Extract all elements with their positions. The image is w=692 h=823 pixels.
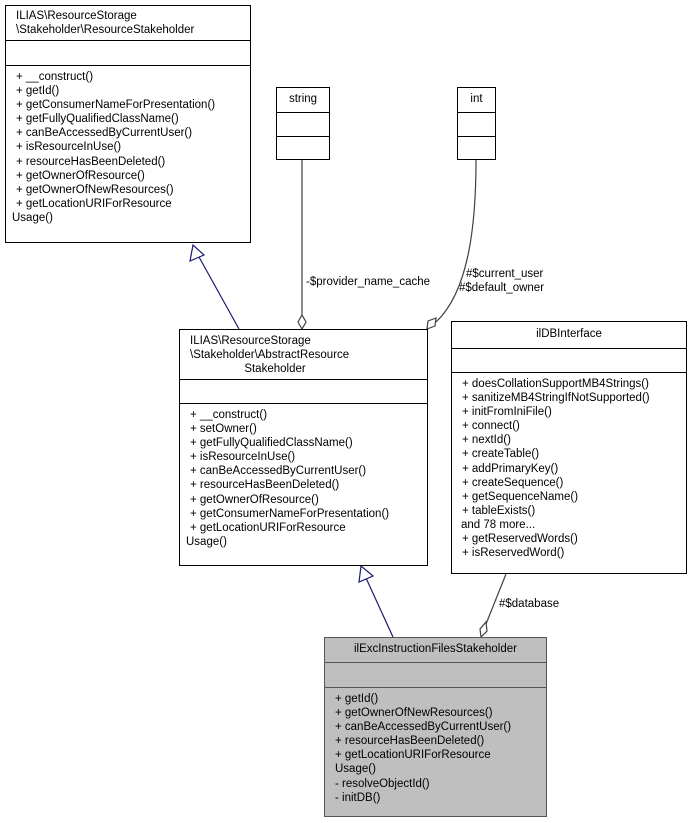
class-box-resource-stakeholder[interactable]: ILIAS\ResourceStorage \Stakeholder\Resou… — [5, 5, 251, 243]
method: + getOwnerOfResource() — [190, 493, 319, 506]
edge-label-default-owner: #$default_owner — [459, 282, 545, 294]
method: + getFullyQualifiedClassName() — [190, 437, 353, 450]
attributes-section — [325, 662, 546, 687]
method: + getId() — [335, 693, 379, 705]
method: + canBeAccessedByCurrentUser() — [190, 465, 367, 478]
edge-label-current-user: #$current_user — [466, 268, 544, 280]
member-edge-current-user — [435, 159, 477, 323]
edge-label-database: #$database — [499, 598, 560, 610]
class-box-db-interface[interactable]: ilDBInterface + doesCollationSupportMB4S… — [451, 321, 687, 574]
method: + addPrimaryKey() — [462, 462, 559, 475]
member-diamond-provider-name-cache — [297, 313, 307, 331]
method: + canBeAccessedByCurrentUser() — [16, 127, 193, 140]
method: + createTable() — [462, 448, 540, 461]
class-box-abstract-resource-stakeholder[interactable]: ILIAS\ResourceStorage \Stakeholder\Abstr… — [179, 329, 428, 566]
member-diamond-database — [479, 620, 488, 639]
method: + getLocationURIForResource — [190, 521, 346, 534]
method: + setOwner() — [190, 423, 257, 436]
attributes-section — [6, 40, 250, 65]
more-methods-note: and 78 more... — [461, 518, 536, 531]
methods-section: + doesCollationSupportMB4Strings() + san… — [452, 372, 686, 574]
method: + nextId() — [462, 434, 511, 447]
inheritance-edge-exc-to-abstract — [365, 577, 394, 638]
method: + getSequenceName() — [462, 490, 579, 503]
method: + getOwnerOfResource() — [16, 169, 145, 182]
class-title: ilExcInstructionFilesStakeholder — [354, 643, 517, 655]
member-diamond-current-user — [426, 317, 437, 330]
member-edge-database — [485, 573, 507, 625]
methods-section — [277, 136, 329, 160]
attributes-section — [277, 112, 329, 136]
method: + createSequence() — [462, 476, 564, 489]
method: + tableExists() — [462, 504, 536, 517]
attributes-section — [180, 379, 427, 403]
class-title: int — [470, 93, 483, 105]
method: + isResourceInUse() — [190, 451, 296, 464]
method: + getLocationURIForResource — [16, 197, 172, 210]
class-title: ILIAS\ResourceStorage \Stakeholder\Abstr… — [190, 335, 350, 375]
method: + getReservedWords() — [462, 533, 578, 546]
method: + initFromIniFile() — [462, 406, 552, 419]
method: + isReservedWord() — [462, 547, 565, 560]
method: Usage() — [186, 535, 227, 548]
methods-section: + __construct() + setOwner() + getFullyQ… — [180, 403, 427, 561]
method: - initDB() — [335, 791, 381, 804]
class-title: ilDBInterface — [536, 328, 602, 340]
method: + getId() — [16, 85, 60, 98]
method: + resourceHasBeenDeleted() — [190, 479, 340, 492]
method: + isResourceInUse() — [16, 141, 122, 154]
attributes-section — [458, 112, 495, 136]
inheritance-arrowhead-resource — [189, 243, 206, 262]
inheritance-arrowhead-abstract — [358, 564, 375, 583]
inheritance-edge-abstract-to-resource — [198, 256, 240, 330]
method: + getLocationURIForResource — [335, 749, 491, 762]
method: + resourceHasBeenDeleted() — [16, 155, 166, 168]
method: Usage() — [335, 763, 376, 776]
class-box-exc-instruction-files-stakeholder[interactable]: ilExcInstructionFilesStakeholder + getId… — [324, 637, 547, 817]
method: + getFullyQualifiedClassName() — [16, 113, 179, 126]
method: + __construct() — [190, 409, 268, 421]
edge-label-provider-name-cache: -$provider_name_cache — [306, 276, 431, 288]
class-title: ILIAS\ResourceStorage \Stakeholder\Resou… — [16, 10, 195, 36]
class-box-int[interactable]: int — [457, 87, 496, 160]
methods-section — [458, 136, 495, 160]
method: + sanitizeMB4StringIfNotSupported() — [462, 392, 650, 405]
method: + getConsumerNameForPresentation() — [16, 99, 216, 112]
class-title: string — [288, 93, 318, 105]
method: + connect() — [462, 420, 520, 433]
method: + getOwnerOfNewResources() — [16, 183, 174, 196]
method: + canBeAccessedByCurrentUser() — [335, 721, 512, 734]
method: + resourceHasBeenDeleted() — [335, 735, 485, 748]
class-box-string[interactable]: string — [276, 87, 330, 160]
methods-section: + getId() + getOwnerOfNewResources() + c… — [325, 687, 546, 815]
methods-section: + __construct() + getId() + getConsumerN… — [6, 65, 250, 238]
method: + getOwnerOfNewResources() — [335, 707, 493, 720]
attributes-section — [452, 348, 686, 372]
method: - resolveObjectId() — [335, 777, 430, 790]
method: Usage() — [12, 211, 53, 224]
method: + getConsumerNameForPresentation() — [190, 507, 390, 520]
method: + doesCollationSupportMB4Strings() — [462, 378, 649, 390]
method: + __construct() — [16, 71, 94, 83]
